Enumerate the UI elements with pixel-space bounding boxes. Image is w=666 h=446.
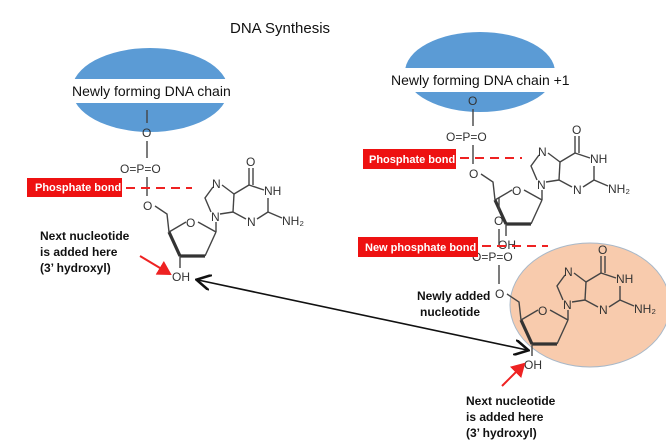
oxygen: O <box>143 199 152 213</box>
double-arrow <box>198 280 527 350</box>
svg-text:is added here: is added here <box>40 245 118 259</box>
new-phosphate-bond-label <box>358 237 478 257</box>
chain-label-left: Newly forming DNA chain <box>72 83 231 99</box>
oxygen: O <box>142 126 151 140</box>
red-arrow-left <box>139 255 172 276</box>
nitrogen: N <box>247 215 256 229</box>
carbonyl-oxygen: O <box>246 155 255 169</box>
nucleotide-left: O O=P=O O O OH N N O NH N NH₂ <box>120 110 304 284</box>
chain-label-right: Newly forming DNA chain +1 <box>391 72 570 88</box>
note-right: Next nucleotide is added here (3’ hydrox… <box>466 394 556 440</box>
newly-added-label: Newly added nucleotide <box>417 289 490 319</box>
amine: NH₂ <box>282 214 304 228</box>
diagram-title: DNA Synthesis <box>230 20 330 37</box>
nucleotide-right-top <box>444 76 632 254</box>
svg-text:Next nucleotide: Next nucleotide <box>40 229 130 243</box>
phosphate-bond-label-right <box>363 149 456 169</box>
phosphate-bond-label-left <box>27 178 122 197</box>
nitrogen: N <box>211 210 220 224</box>
svg-text:Newly added: Newly added <box>417 289 490 303</box>
nh: NH <box>264 184 281 198</box>
hydroxyl: OH <box>172 270 190 284</box>
phosphate-bond-text: Phosphate bond <box>35 182 121 194</box>
new-phosphate-bond-text: New phosphate bond <box>365 242 476 254</box>
phosphate-bond-text: Phosphate bond <box>369 154 455 166</box>
svg-text:is added here: is added here <box>466 410 544 424</box>
svg-text:(3’ hydroxyl): (3’ hydroxyl) <box>40 261 111 275</box>
red-arrow-right <box>501 362 526 387</box>
ring-oxygen: O <box>186 216 195 230</box>
nitrogen: N <box>212 177 221 191</box>
svg-text:Next nucleotide: Next nucleotide <box>466 394 556 408</box>
phosphate-group: O=P=O <box>120 162 161 176</box>
svg-text:nucleotide: nucleotide <box>420 305 480 319</box>
note-left: Next nucleotide is added here (3’ hydrox… <box>40 229 130 275</box>
chain-label-bg <box>66 79 252 103</box>
svg-text:(3’ hydroxyl): (3’ hydroxyl) <box>466 426 537 440</box>
chain-label-bg <box>385 68 585 92</box>
